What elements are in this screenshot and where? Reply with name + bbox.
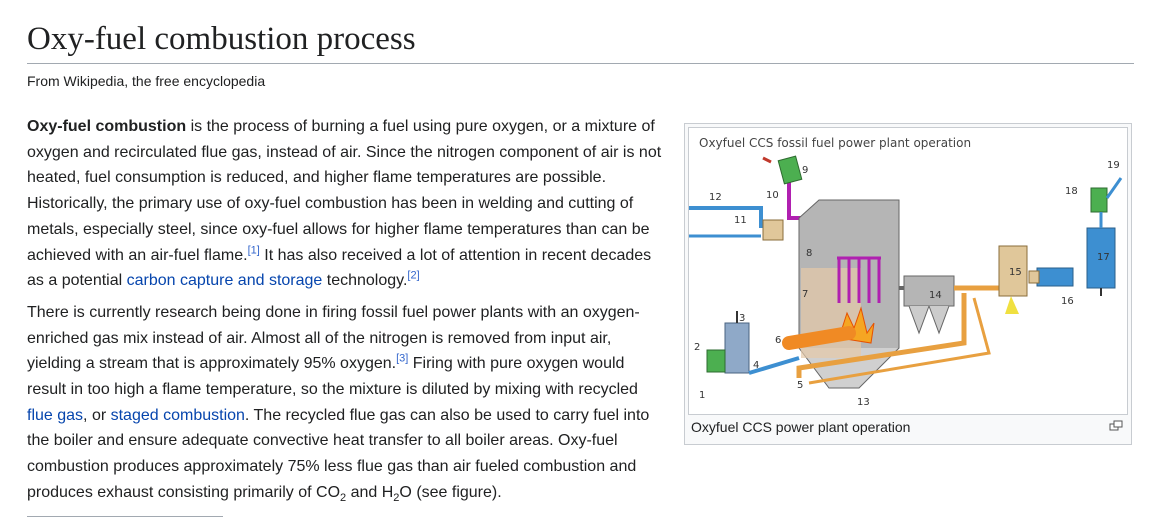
label-8: 8: [806, 248, 812, 259]
arrow-9: [762, 156, 772, 164]
unit-15: [998, 245, 1028, 297]
label-2: 2: [694, 342, 700, 353]
unit-1-2: [706, 349, 726, 373]
p2-text-d: . The recycled flue gas can also be used…: [27, 406, 650, 501]
label-13: 13: [857, 397, 870, 408]
intake-pipe: [689, 206, 763, 228]
h2o-subscript: 2: [393, 492, 400, 505]
label-17: 17: [1097, 252, 1110, 263]
figure-thumbnail: Oxyfuel CCS fossil fuel power plant oper…: [684, 123, 1132, 445]
p1-text-b: It has also received a lot of attention …: [27, 246, 652, 290]
power-plant-diagram[interactable]: Oxyfuel CCS fossil fuel power plant oper…: [688, 127, 1128, 415]
reference-3-link[interactable]: [3]: [396, 353, 409, 365]
unit-18: [1090, 187, 1108, 213]
label-1: 1: [699, 390, 705, 401]
label-4: 4: [753, 360, 759, 371]
tagline: From Wikipedia, the free encyclopedia: [27, 73, 266, 89]
label-18: 18: [1065, 186, 1078, 197]
heat-exchanger: [837, 256, 881, 303]
lead-term: Oxy-fuel combustion: [27, 118, 187, 135]
label-6: 6: [775, 335, 781, 346]
label-3: 3: [739, 313, 745, 324]
label-12: 12: [709, 192, 722, 203]
reference-1-link[interactable]: [1]: [247, 244, 260, 257]
label-15: 15: [1009, 267, 1022, 278]
page: Oxy-fuel combustion process From Wikiped…: [27, 0, 1134, 518]
fuel-injector: [782, 326, 856, 350]
title-divider: [27, 63, 1134, 64]
carbon-capture-link[interactable]: carbon capture and storage: [126, 272, 323, 290]
p2-text-a: There is currently research being done i…: [27, 303, 640, 373]
pipe-4: [748, 356, 800, 375]
co2-subscript: 2: [340, 492, 347, 505]
p2-text-f: O (see figure).: [399, 483, 502, 501]
label-14: 14: [929, 290, 942, 301]
label-7: 7: [802, 289, 808, 300]
unit-16-motor: [1028, 270, 1040, 284]
recycle-duct-2: [808, 297, 991, 385]
article-body: Oxy-fuel combustion is the process of bu…: [27, 114, 667, 512]
unit-11: [762, 219, 784, 241]
pipe-19: [1099, 177, 1123, 228]
paragraph-1: Oxy-fuel combustion is the process of bu…: [27, 114, 667, 294]
recycle-duct: [796, 285, 999, 378]
diagram-svg: Oxyfuel CCS fossil fuel power plant oper…: [689, 136, 1123, 408]
section-divider: [27, 516, 223, 517]
paragraph-2: There is currently research being done i…: [27, 300, 667, 506]
reference-2-link[interactable]: [2]: [407, 269, 420, 282]
label-5: 5: [797, 380, 803, 391]
p2-text-b: Firing with pure oxygen would result in …: [27, 355, 638, 399]
page-title: Oxy-fuel combustion process: [27, 21, 416, 57]
magnify-clip-icon[interactable]: [1109, 419, 1123, 433]
unit-15-outlet: [1005, 296, 1019, 314]
staged-combustion-link[interactable]: staged combustion: [110, 406, 245, 424]
unit-3: [724, 322, 750, 374]
label-9: 9: [802, 165, 808, 176]
label-11: 11: [734, 215, 747, 226]
unit-16: [1036, 267, 1074, 287]
p1-text-c: technology.: [322, 272, 408, 290]
p2-text-c: , or: [83, 406, 111, 424]
figure-caption: Oxyfuel CCS power plant operation: [691, 419, 911, 435]
p2-text-e: and H: [346, 483, 394, 501]
unit-14-hoppers: [908, 305, 950, 335]
label-10: 10: [766, 190, 779, 201]
label-19: 19: [1107, 160, 1120, 171]
p1-text-a: is the process of burning a fuel using p…: [27, 118, 662, 264]
unit-14: [903, 275, 955, 307]
unit-9: [777, 155, 803, 185]
diagram-labels: 1 2 3 4 5 6 7 8 9 10 11 12 13 14 15 16 1: [694, 160, 1120, 408]
flue-gas-link[interactable]: flue gas: [27, 406, 84, 424]
diagram-title: Oxyfuel CCS fossil fuel power plant oper…: [699, 136, 971, 150]
unit-17: [1086, 227, 1116, 289]
label-16: 16: [1061, 296, 1074, 307]
